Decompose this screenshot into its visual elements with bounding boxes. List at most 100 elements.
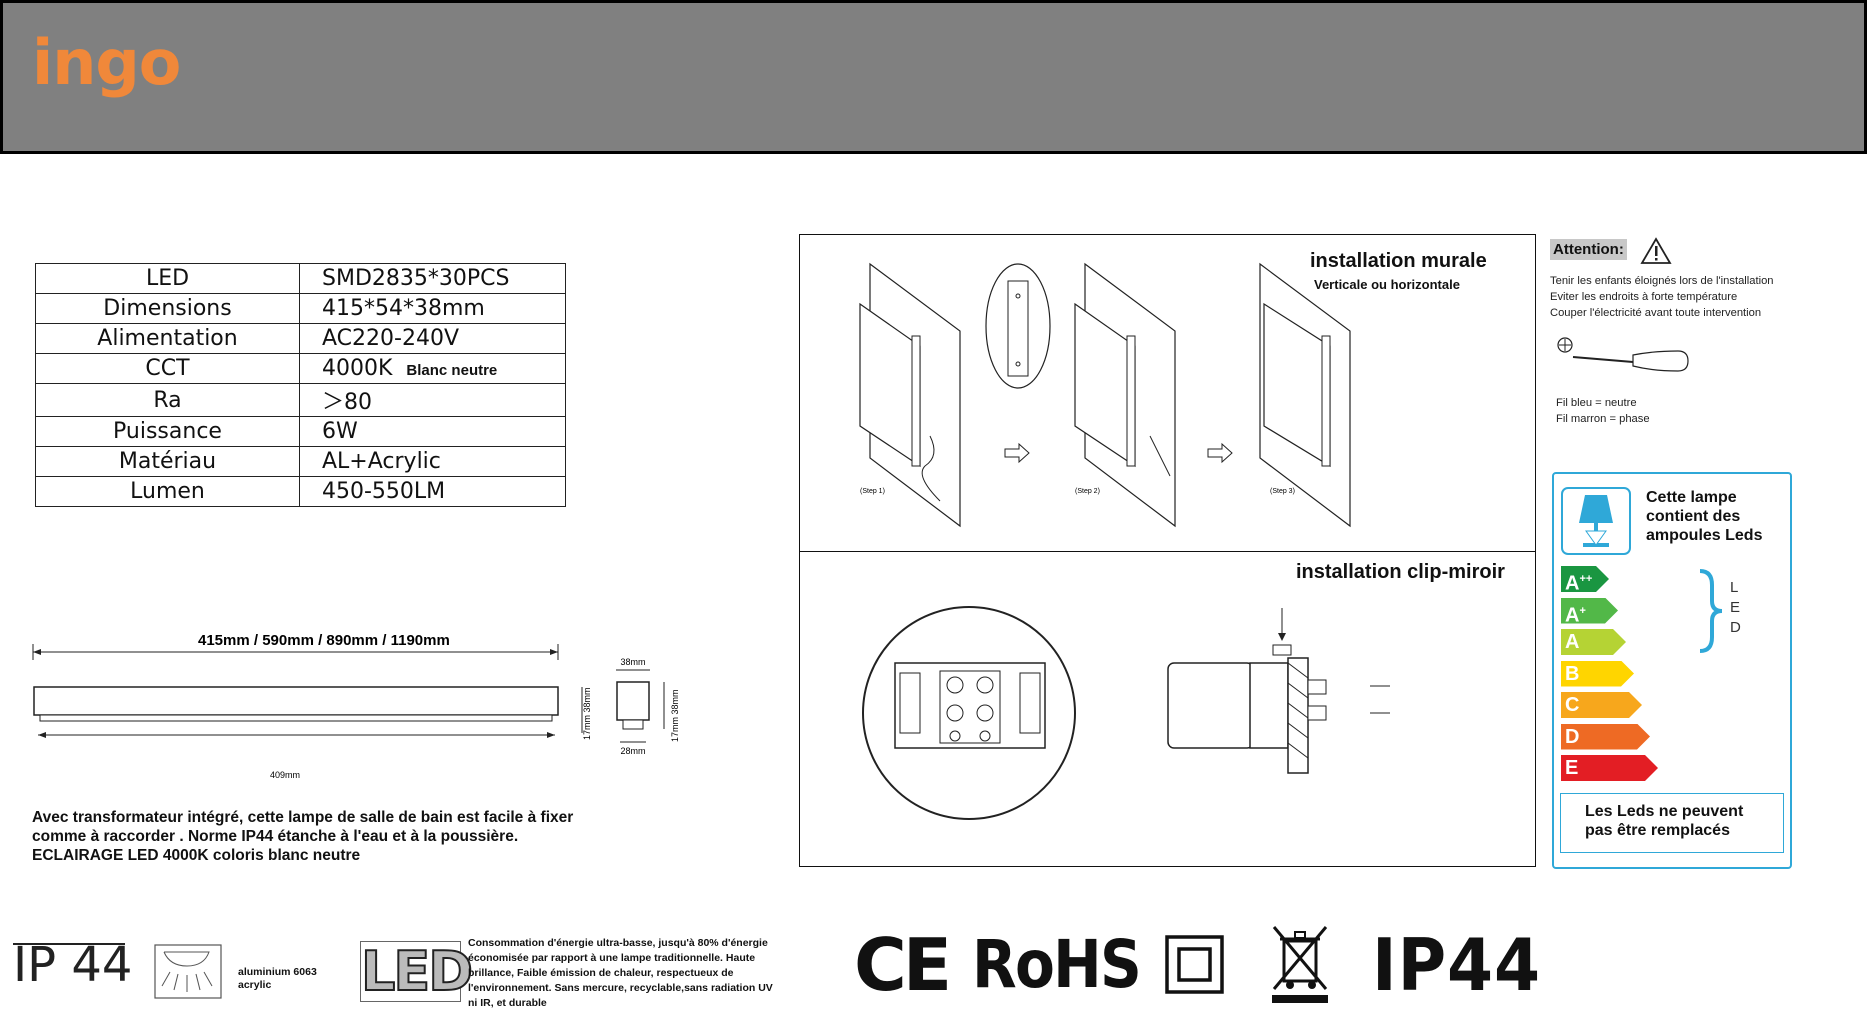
spec-value: 6W <box>322 419 358 444</box>
wire-legend: Fil bleu = neutre Fil marron = phase <box>1556 395 1650 427</box>
spec-key: Alimentation <box>35 323 300 354</box>
brand-logo: ingo <box>32 26 181 99</box>
material-line: aluminium 6063 <box>238 966 317 978</box>
led-letter: D <box>1730 619 1741 636</box>
spec-value-cell: ＞80 <box>299 383 566 417</box>
energy-footer-line: pas être remplacés <box>1585 822 1730 839</box>
attention-label: Attention: <box>1550 239 1627 260</box>
energy-class-sup: ++ <box>1579 573 1593 585</box>
step-1-label: (Step 1) <box>860 488 885 495</box>
spec-key: Dimensions <box>35 293 300 324</box>
spec-note: Blanc neutre <box>406 362 498 379</box>
energy-class-bar: A+ <box>1561 598 1618 624</box>
energy-class-sup: + <box>1579 604 1586 617</box>
side-height-label-2: 17mm 38mm <box>670 689 680 742</box>
spec-key: Ra <box>35 383 300 417</box>
energy-label <box>1552 472 1792 869</box>
ce-mark: CE <box>854 923 952 1007</box>
energy-heading: Cette lampe contient des ampoules Leds <box>1646 488 1762 545</box>
spec-value-cell: 450-550LM <box>299 476 566 507</box>
led-logo-frame <box>360 941 461 1002</box>
ip44-small-mark: IP 44 <box>13 937 133 993</box>
energy-class-bar: A <box>1561 629 1626 655</box>
spec-value: SMD2835*30PCS <box>322 266 510 291</box>
spec-row: Dimensions 415*54*38mm <box>35 293 566 324</box>
material-line: acrylic <box>238 979 272 991</box>
spec-value-cell: 6W <box>299 416 566 447</box>
spec-key: Puissance <box>35 416 300 447</box>
energy-class-bar: E <box>1561 755 1658 781</box>
top-width-label: 38mm <box>620 657 645 667</box>
spec-row: Matériau AL+Acrylic <box>35 446 566 477</box>
attention-line: Tenir les enfants éloignés lors de l'ins… <box>1550 275 1774 287</box>
lamp-front-view <box>33 686 559 716</box>
bottom-width-label: 28mm <box>620 746 645 756</box>
attention-list: Tenir les enfants éloignés lors de l'ins… <box>1550 273 1774 321</box>
spec-row: Ra ＞80 <box>35 383 566 417</box>
installation-divider <box>799 551 1536 552</box>
led-logo: LED <box>360 940 474 1003</box>
led-letter: L <box>1730 579 1739 596</box>
led-letters: L E D <box>1730 578 1741 638</box>
energy-heading-line: contient des <box>1646 508 1741 525</box>
energy-class-letter: A <box>1565 631 1580 653</box>
energy-class-bar: B <box>1561 661 1634 687</box>
inner-length-label: 409mm <box>270 770 300 780</box>
material-text: aluminium 6063 acrylic <box>238 966 317 992</box>
step-2-label: (Step 2) <box>1075 488 1100 495</box>
attention-line: Eviter les endroits à forte température <box>1550 291 1738 303</box>
spec-value: ＞80 <box>322 390 372 415</box>
spec-value: AC220-240V <box>322 326 459 351</box>
spec-value-cell: SMD2835*30PCS <box>299 263 566 294</box>
wall-install-illustration: (Step 1) (Step 2) (Step 3) <box>859 262 1351 528</box>
dimension-drawing: 415mm / 590mm / 890mm / 1190mm 409mm 17m… <box>32 632 680 780</box>
spec-value-cell: AL+Acrylic <box>299 446 566 477</box>
spec-value-cell: 415*54*38mm <box>299 293 566 324</box>
clip-install-illustration <box>862 606 1390 820</box>
lamp-side-view <box>616 681 650 721</box>
spec-value: 450-550LM <box>322 479 446 504</box>
screwdriver-icon <box>1557 337 1689 372</box>
description-line: comme à raccorder . Norme IP44 étanche à… <box>32 828 519 845</box>
spec-key: Matériau <box>35 446 300 477</box>
class-ii-icon <box>1165 935 1224 994</box>
led-letter: E <box>1730 599 1741 616</box>
wall-install-title: installation murale <box>1310 250 1487 272</box>
led-description: Consommation d'énergie ultra-basse, jusq… <box>468 937 773 1009</box>
length-label: 415mm / 590mm / 890mm / 1190mm <box>198 632 450 649</box>
spec-value: 415*54*38mm <box>322 296 485 321</box>
energy-footer-box <box>1560 793 1784 853</box>
spec-value-cell: AC220-240V <box>299 323 566 354</box>
energy-class-letter: D <box>1565 725 1580 748</box>
lamp-icon <box>1561 487 1631 555</box>
spec-key: CCT <box>35 353 300 384</box>
energy-heading-line: Cette lampe <box>1646 489 1737 506</box>
spec-value: AL+Acrylic <box>322 449 441 474</box>
spec-row: Puissance 6W <box>35 416 566 447</box>
energy-class-letter: B <box>1565 662 1580 685</box>
product-description: Avec transformateur intégré, cette lampe… <box>32 808 632 865</box>
header-bar <box>0 0 1867 154</box>
wire-line: Fil marron = phase <box>1556 413 1650 425</box>
energy-class-letter: C <box>1565 694 1580 716</box>
energy-footer-line: Les Leds ne peuvent <box>1585 803 1744 820</box>
clip-install-title: installation clip-miroir <box>1296 561 1505 583</box>
attention-line: Couper l'électricité avant toute interve… <box>1550 307 1762 319</box>
energy-class-bar: C <box>1561 692 1642 718</box>
brace-icon <box>1699 569 1723 653</box>
ip44-big-mark: IP44 <box>1372 923 1542 1007</box>
description-line: Avec transformateur intégré, cette lampe… <box>32 809 574 826</box>
energy-class-letter: A <box>1565 604 1580 627</box>
material-icon <box>154 944 222 999</box>
rohs-mark: RoHS <box>972 926 1142 1003</box>
ip44-small-overline <box>13 943 125 945</box>
spec-row: Alimentation AC220-240V <box>35 323 566 354</box>
energy-class-bar: D <box>1561 724 1650 750</box>
wall-install-subtitle: Verticale ou horizontale <box>1314 277 1460 292</box>
description-line: ECLAIRAGE LED 4000K coloris blanc neutre <box>32 847 361 864</box>
side-height-label: 17mm 38mm <box>582 687 592 740</box>
